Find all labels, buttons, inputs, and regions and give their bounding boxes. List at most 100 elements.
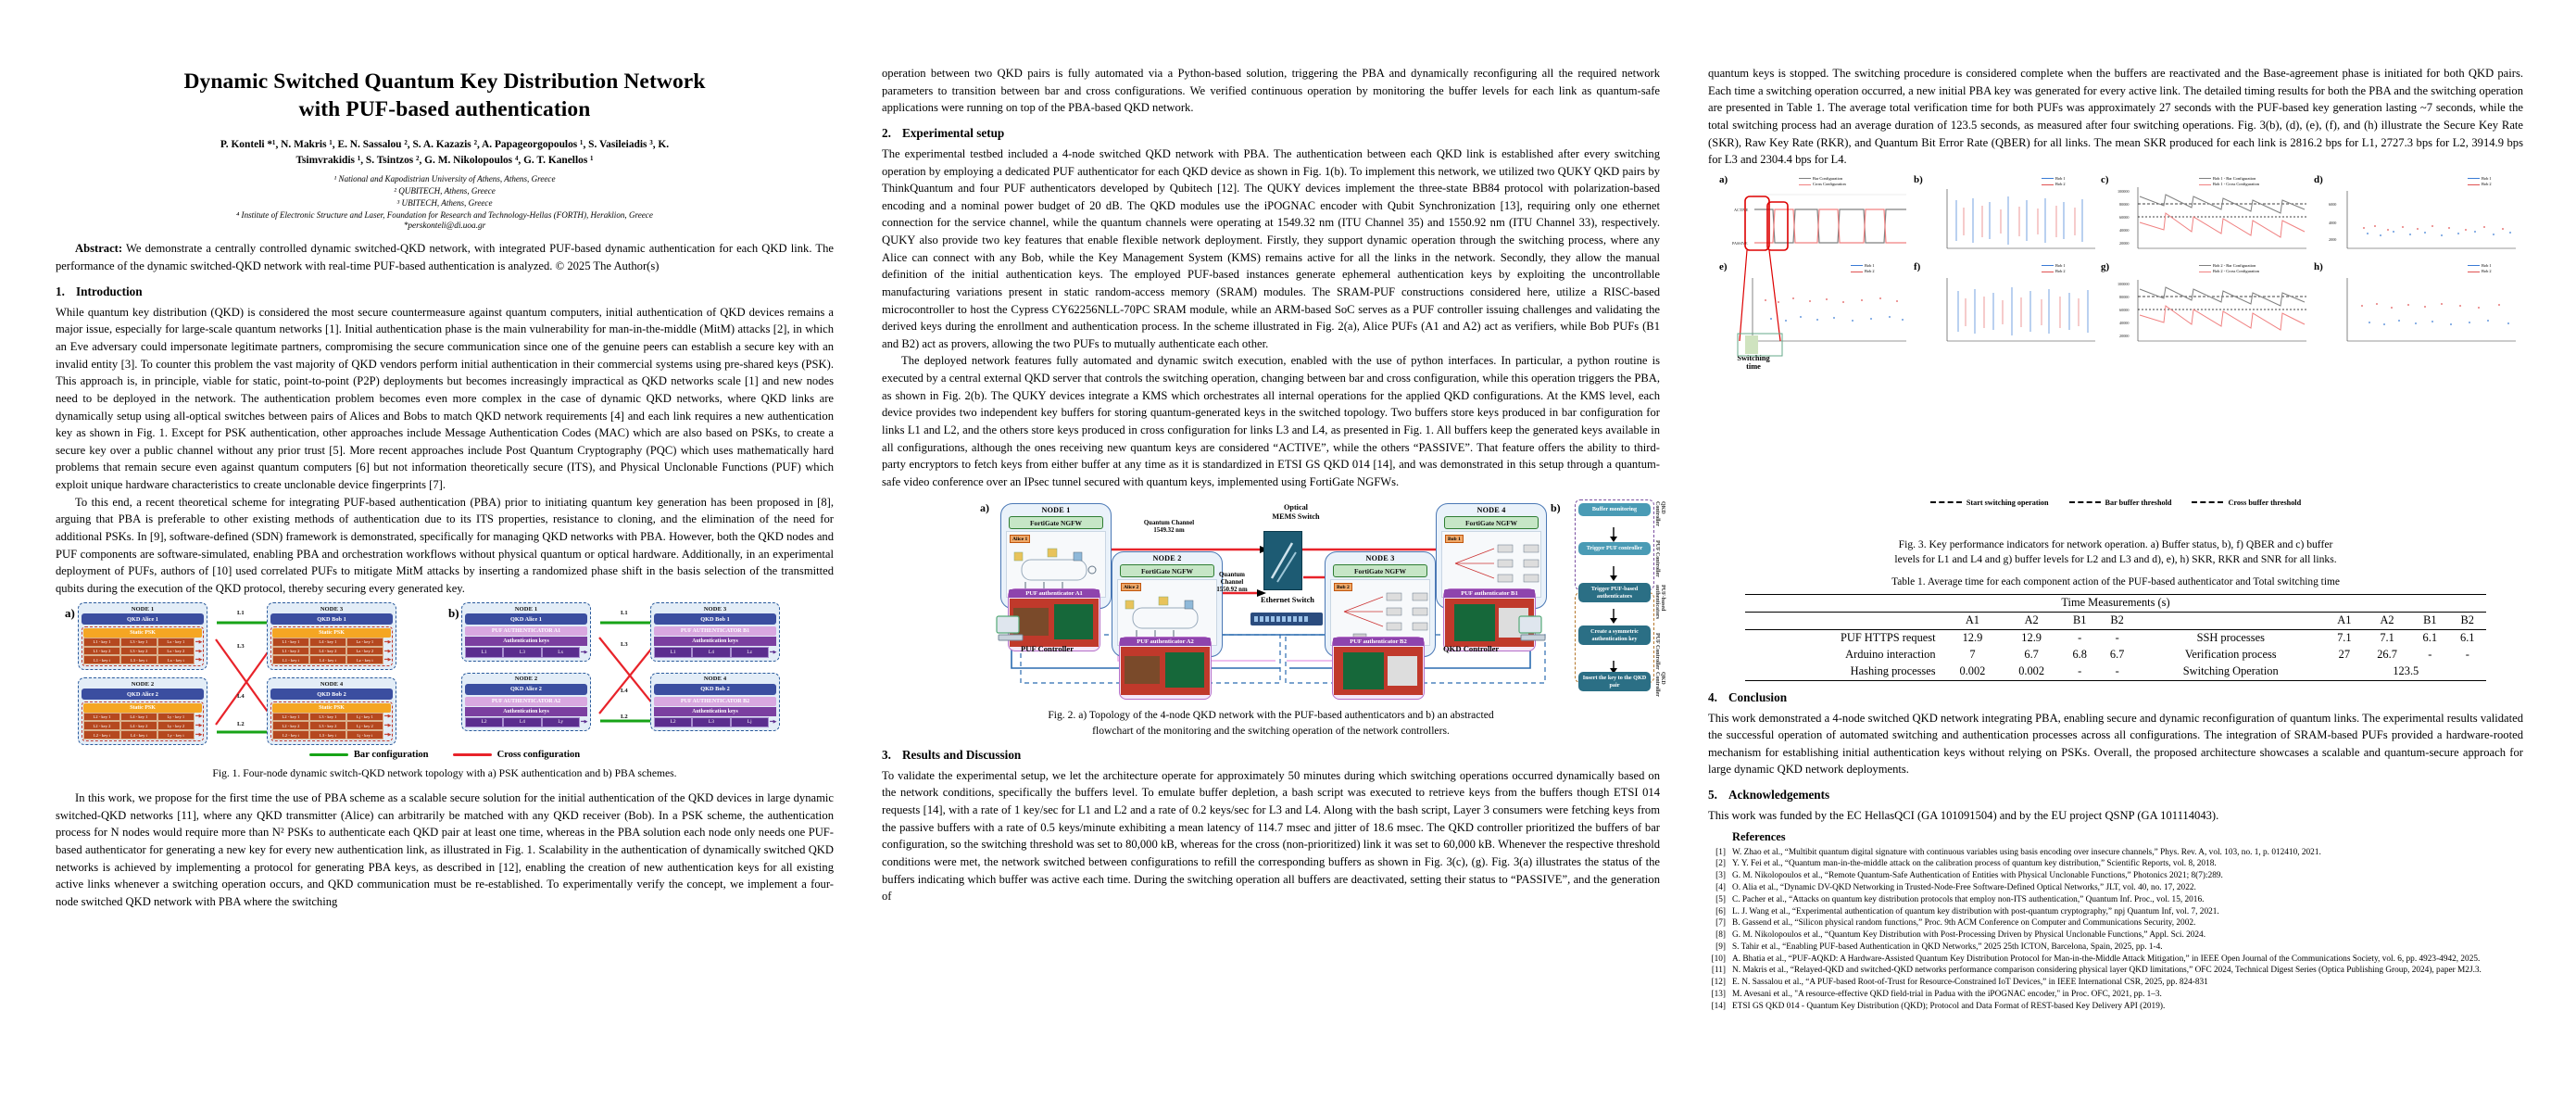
figure-3: a) Bar Configuration Cross Configuration… (1708, 172, 2523, 524)
flow-side-qkd-controller: QKD Controller (1654, 501, 1665, 527)
section-heading-5: 5.Acknowledgements (1708, 788, 2523, 802)
legend-bob-2: Bob 2 (2482, 182, 2492, 187)
col-header-b1-right: B1 (2411, 611, 2449, 630)
figure-1-legend: Bar configuration Cross configuration (65, 750, 824, 760)
puf-key-cell: Lx (541, 647, 580, 658)
title-line-2: with PUF-based authentication (298, 96, 591, 121)
figure-1-label-b: b) (448, 606, 459, 621)
section-4-paragraph-1: This work demonstrated a 4-node switched… (1708, 711, 2523, 777)
psk-cell: L1 - key i (83, 655, 120, 665)
figure-1a-node-2: NODE 2 QKD Alice 2 Static PSK L2 - key 1… (78, 677, 207, 745)
svg-text:2000: 2000 (2329, 237, 2336, 242)
psk-cell: L3 - key i (119, 655, 157, 665)
ethernet-ports-icon (1254, 616, 1308, 623)
figure-1b-link-L1: L1 (621, 610, 628, 617)
section-3-paragraph-1-continued: quantum keys is stopped. The switching p… (1708, 67, 2523, 167)
figure-3-panel-d: Bob 1 Bob 2 6000 4000 2000 (2327, 175, 2519, 256)
section-3-title: Results and Discussion (902, 747, 1022, 762)
psk-cell: Lj - key 2 (346, 721, 383, 731)
quantum-channel-1-line-1: Quantum Channel (1143, 520, 1195, 527)
psk-cell: Ly - key 1 (157, 712, 195, 722)
panel-f-legend: Bob 1 Bob 2 (2042, 263, 2066, 275)
node-title: NODE 2 (131, 680, 155, 688)
section-5-paragraph-1: This work was funded by the EC HellasQCI… (1708, 809, 2219, 823)
optical-mems-switch-label: Optical MEMS Switch (1245, 503, 1347, 521)
svg-text:100000: 100000 (2117, 282, 2130, 286)
optical-schematic-icon (1125, 597, 1199, 640)
qkd-device-label: QKD Bob 2 (270, 689, 393, 700)
auth-keys-label: Authentication keys (654, 637, 776, 647)
quantum-channel-2-line-3: 1550.92 nm (1216, 587, 1248, 594)
puf-key-cell: L1 (465, 647, 504, 658)
page-title: Dynamic Switched Quantum Key Distributio… (56, 69, 834, 123)
panel-g-plot: 100000 80000 60000 40000 20000 (2117, 279, 2306, 342)
section-5-number: 5. (1708, 788, 1717, 802)
node-title: NODE 3 (320, 605, 344, 613)
puf-key-cell: L3 (692, 716, 731, 728)
reference-item: [5]C. Pacher et al., “Attacks on quantum… (1708, 894, 2523, 905)
legend-bob-1: Bob 1 (2482, 175, 2492, 181)
ref-text: L. J. Wang et al., “Experimental authent… (1732, 906, 2219, 916)
panel-e-legend: Bob 1 Bob 2 (1851, 263, 1875, 275)
svg-text:60000: 60000 (2119, 308, 2129, 312)
col-header-a2-right: A2 (2363, 611, 2412, 630)
flow-step-1: Buffer monitoring (1578, 503, 1651, 516)
author-list: P. Konteli *¹, N. Makris ¹, E. N. Sassal… (56, 137, 834, 169)
psk-cell: Lz - key 1 (346, 637, 383, 647)
cell-switching-value: 123.5 (2325, 663, 2486, 681)
legend-item-bar: Bar configuration (308, 750, 429, 760)
figure-1b-node-1: NODE 1 QKD Alice 1 PUF AUTHENTICATOR A1 … (461, 602, 591, 662)
cell: - (2061, 663, 2099, 681)
cell: 12.9 (2002, 628, 2061, 647)
table-1: Time Measurements (s) A1 A2 B1 B2 A1 A2 … (1745, 593, 2486, 681)
author-line-1: P. Konteli *¹, N. Makris ¹, E. N. Sassal… (220, 139, 670, 151)
flow-step-1-label: Buffer monitoring (1578, 503, 1651, 516)
row-label-ssh: SSH processes (2135, 628, 2326, 647)
switching-time-line-2: time (1746, 361, 1761, 371)
table-row: Hashing processes 0.002 0.002 - - Switch… (1745, 663, 2486, 681)
dotted-arrow-icon: ▪▪▪▶ (383, 658, 392, 663)
abstract-label: Abstract: (75, 242, 123, 256)
psk-cell: L2 - key 2 (83, 721, 120, 731)
legend-cross-config: Cross Configuration (1813, 182, 1846, 187)
figure-1-panels: a) NODE 1 QKD Alice 1 (65, 602, 824, 745)
psk-cell: L4 - key 1 (308, 637, 346, 647)
psk-cell: L2 - key 2 (272, 721, 309, 731)
cell: - (2061, 628, 2099, 647)
figure-1-caption: Fig. 1. Four-node dynamic switch-QKD net… (212, 766, 677, 779)
dotted-arrow-icon: ▪▪▪▶ (580, 651, 588, 656)
col-header-b2-right: B2 (2448, 611, 2486, 630)
col-header-a1-left: A1 (1942, 611, 2003, 630)
psk-cell: L4 - key 2 (119, 721, 157, 731)
cell: - (2098, 628, 2136, 647)
title-line-1: Dynamic Switched Quantum Key Distributio… (183, 70, 706, 94)
legend-bob2-bar: Bob 2 - Bar Configuration (2213, 262, 2256, 268)
column-2: operation between two QKD pairs is fully… (882, 24, 1665, 1112)
panel-g-legend: Bob 2 - Bar Configuration Bob 2 - Cross … (2199, 263, 2259, 275)
reference-item: [13]M. Avesani et al., "A resource-effec… (1708, 989, 2523, 1000)
legend-label: Bar buffer threshold (2105, 498, 2172, 507)
quantum-channel-2-label: Quantum Channel 1550.92 nm (1208, 572, 1256, 594)
ref-number: [13] (1711, 989, 1727, 999)
bob-2-label: Bob 2 (1334, 583, 1352, 592)
psk-cell: L4 - key i (308, 655, 346, 665)
dotted-arrow-icon: ▪▪▪▶ (383, 724, 392, 729)
figure-3-panel-f: Bob 1 Bob 2 (1929, 262, 2097, 348)
puf-key-cell: Lz (730, 647, 769, 658)
node-title: NODE 3 (703, 605, 727, 613)
svg-text:ACTIVE: ACTIVE (1734, 208, 1749, 212)
dotted-arrow-icon: ▪▪▪▶ (769, 651, 777, 656)
auth-keys-label: Authentication keys (465, 706, 587, 716)
ref-number: [8] (1715, 930, 1726, 941)
cell: 6.1 (2411, 628, 2449, 647)
reference-item: [12]E. N. Sassalou et al., “A PUF-based … (1708, 977, 2523, 988)
col-header-a2-left: A2 (2002, 611, 2061, 630)
section-1-number: 1. (56, 284, 65, 298)
figure-2-caption: Fig. 2. a) Topology of the 4-node QKD ne… (891, 708, 1651, 738)
